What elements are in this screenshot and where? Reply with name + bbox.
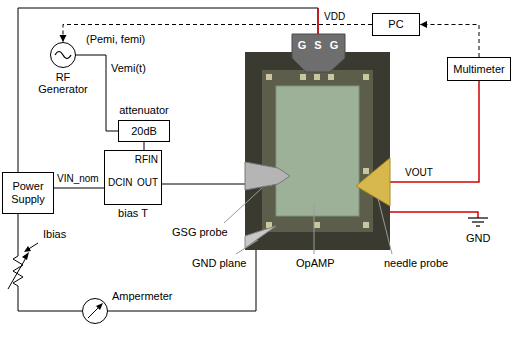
variable-resistor-symbol [8, 252, 29, 289]
signal-label: VOUT [404, 167, 434, 178]
attenuator-box: attenuator 20dB [118, 102, 170, 142]
pc-box: PC [372, 13, 420, 36]
ampermeter: Ampermeter [82, 290, 175, 324]
generator-symbol [35, 42, 91, 68]
part-label: OpAMP [296, 257, 335, 270]
leader-line [378, 198, 392, 254]
probe-pin-label: G [298, 39, 307, 52]
gsg-probe-left [245, 162, 290, 190]
current-arrow [24, 243, 38, 252]
signal-label: (Pemi, femi) [86, 33, 145, 46]
wire [144, 142, 145, 150]
arrowhead [60, 35, 67, 42]
gnd-wire [390, 212, 478, 218]
leader-line [314, 205, 315, 254]
leader-line [224, 188, 262, 223]
bias-tee-rect: RFINDCIN OUT [104, 150, 162, 205]
box-label: PC [388, 18, 403, 31]
power-supply-box: Power Supply [2, 172, 54, 214]
signal-label: Vemi(t) [110, 62, 147, 75]
supply-wire [317, 8, 319, 34]
part-label: GND plane [192, 257, 246, 270]
arrowhead [420, 21, 427, 28]
wire [162, 184, 245, 185]
probe-pin-label: G [330, 39, 339, 52]
wire [18, 214, 82, 311]
chip-photo [245, 52, 390, 250]
port-label: OUT [137, 177, 158, 189]
part-label: GSG probe [172, 226, 228, 239]
gsg-probe-top [292, 34, 345, 72]
port-label: RFIN [135, 154, 158, 166]
ammeter-label: Ampermeter [112, 290, 173, 303]
wire [54, 188, 104, 189]
chip-photo-frame: GSG [245, 34, 390, 250]
needle-probe-left [245, 226, 276, 248]
box-label: Power Supply [4, 180, 52, 206]
ground-label: GND [466, 232, 490, 245]
multimeter-box: Multimeter [447, 57, 511, 81]
signal-label: VIN_nom [56, 173, 100, 184]
attenuator-rect: 20dB [118, 120, 170, 142]
wire [175, 250, 256, 311]
leader-line [236, 240, 258, 254]
probe-pin-label: S [314, 39, 321, 52]
bias-tee-heading: bias T [118, 207, 148, 220]
part-label: needle probe [384, 257, 448, 270]
rf-generator: RF Generator [35, 42, 91, 95]
box-label: Multimeter [453, 63, 504, 76]
ground-symbol [468, 218, 488, 226]
attenuator-value: 20dB [131, 125, 157, 138]
generator-label: RF Generator [35, 71, 91, 95]
wire [390, 81, 479, 182]
port-label: DCIN [108, 177, 132, 189]
signal-label: VDD [323, 11, 346, 22]
bias-tee-box: RFINDCIN OUT bias T [104, 150, 162, 220]
attenuator-heading: attenuator [119, 104, 169, 117]
needle-probe-right [356, 158, 390, 206]
signal-label: Ibias [42, 228, 67, 241]
control-link [420, 25, 479, 58]
